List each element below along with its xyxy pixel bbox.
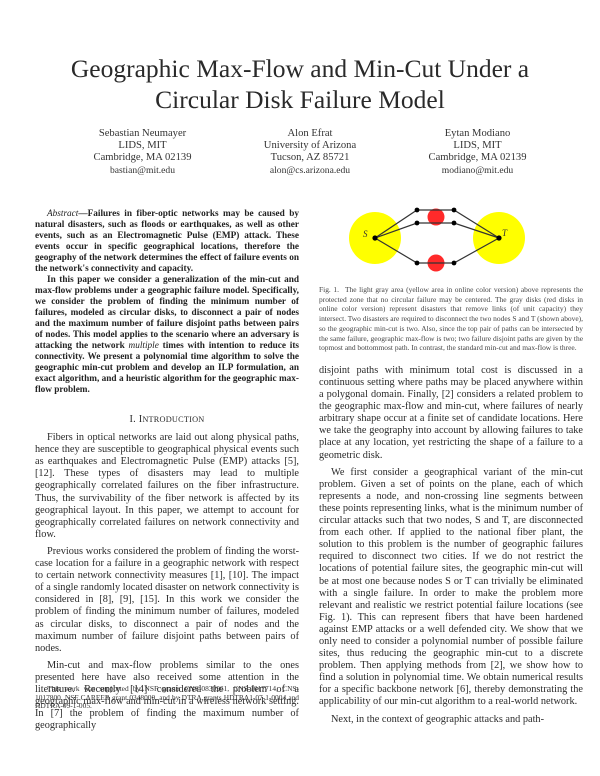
node-s-label: S <box>363 229 368 239</box>
author-block: Sebastian Neumayer LIDS, MIT Cambridge, … <box>60 128 560 177</box>
figure-1-caption: Fig. 1.The light gray area (yellow area … <box>319 285 583 353</box>
left-column: Abstract—Failures in fiber-optic network… <box>35 209 299 737</box>
author-email: bastian@mit.edu <box>109 164 176 176</box>
right-column-body: disjoint paths with minimum total cost i… <box>319 365 583 726</box>
abstract-paragraph-1: Abstract—Failures in fiber-optic network… <box>35 209 299 275</box>
caption-text: The light gray area (yellow area in onli… <box>319 285 583 353</box>
caption-label: Fig. 1. <box>319 285 339 294</box>
abstract-dash: — <box>78 209 88 219</box>
author-name: Alon Efrat <box>287 128 333 139</box>
section-title-initial: I <box>138 414 143 425</box>
paper-title: Geographic Max-Flow and Min-Cut Under a … <box>0 53 600 115</box>
author-name: Sebastian Neumayer <box>98 128 187 139</box>
section-title-rest: NTRODUCTION <box>142 415 205 424</box>
author-2: Alon Efrat University of Arizona Tucson,… <box>228 128 393 177</box>
title-line-2: Circular Disk Failure Model <box>155 85 445 114</box>
node-t-label: T <box>502 228 508 238</box>
abstract-emphasis: multiple <box>128 341 159 351</box>
author-email: alon@cs.arizona.edu <box>269 164 351 176</box>
body-paragraph: Previous works considered the problem of… <box>35 545 299 654</box>
funding-footnote: This work was supported by NSF grants CN… <box>35 684 299 711</box>
body-paragraph: Next, in the context of geographic attac… <box>331 713 545 725</box>
author-1: Sebastian Neumayer LIDS, MIT Cambridge, … <box>60 128 225 177</box>
author-affiliation: University of Arizona <box>263 140 357 152</box>
abstract-text-1: Failures in fiber-optic networks may be … <box>35 209 299 274</box>
network-diagram: S T <box>349 207 525 272</box>
abstract-label: Abstract <box>47 209 79 219</box>
figure-1: S T <box>319 203 583 279</box>
section-number: I. <box>129 414 136 425</box>
author-3: Eytan Modiano LIDS, MIT Cambridge, MA 02… <box>395 128 560 177</box>
body-paragraph: We first consider a geographical variant… <box>319 466 583 708</box>
section-heading-introduction: I. INTRODUCTION <box>35 414 299 426</box>
author-name: Eytan Modiano <box>444 128 511 139</box>
right-column: S T Fig. 1.The light gray area (yellow a… <box>319 203 583 726</box>
abstract-text-2b: times with intention to reduce its conne… <box>35 341 300 395</box>
title-line-1: Geographic Max-Flow and Min-Cut Under a <box>70 54 530 83</box>
author-location: Tucson, AZ 85721 <box>270 152 350 164</box>
author-email: modiano@mit.edu <box>441 164 514 176</box>
network-nodes <box>372 207 502 266</box>
introduction-body: Fibers in optical networks are laid out … <box>35 432 299 732</box>
body-paragraph: disjoint paths with minimum total cost i… <box>319 364 583 461</box>
network-links <box>374 209 500 264</box>
author-affiliation: LIDS, MIT <box>453 140 502 152</box>
abstract: Abstract—Failures in fiber-optic network… <box>35 209 299 396</box>
abstract-text-2a: In this paper we consider a generalizati… <box>35 275 299 351</box>
author-location: Cambridge, MA 02139 <box>93 152 192 164</box>
body-paragraph: Min-cut and max-flow problems similar to… <box>35 659 299 732</box>
body-paragraph: Fibers in optical networks are laid out … <box>35 432 299 540</box>
author-affiliation: LIDS, MIT <box>118 140 167 152</box>
author-location: Cambridge, MA 02139 <box>428 152 527 164</box>
abstract-paragraph-2: In this paper we consider a generalizati… <box>35 275 299 396</box>
failure-disk-top <box>427 208 445 226</box>
